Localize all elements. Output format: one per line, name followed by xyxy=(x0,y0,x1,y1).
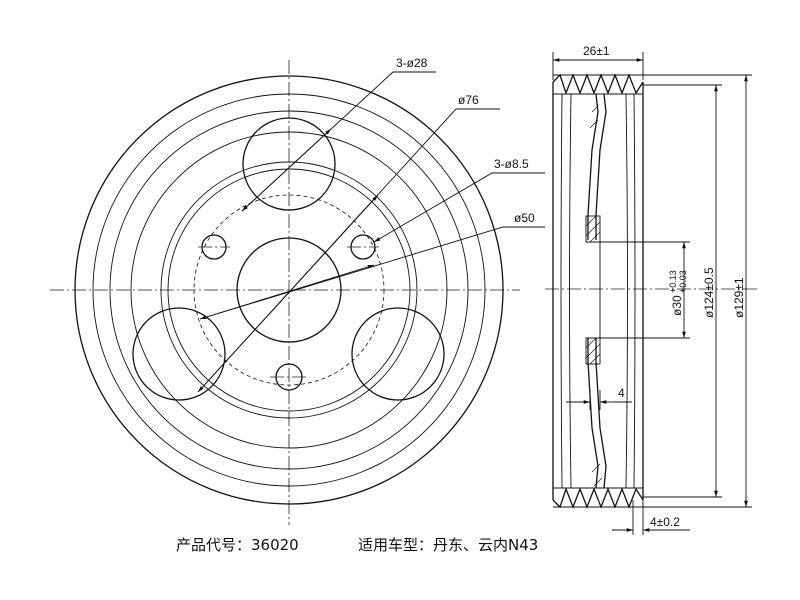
applicable-model: 适用车型：丹东、云内N43 xyxy=(358,536,538,554)
outer-dia-label: ø129±1 xyxy=(732,277,746,318)
bolt-holes-label: 3-ø28 xyxy=(396,56,428,70)
bolt-hole-left xyxy=(132,307,226,401)
pitch-circle-dashed xyxy=(193,194,385,386)
web-profile-upper-left xyxy=(587,93,599,240)
width-label: 26±1 xyxy=(583,44,610,58)
center-bore-circle xyxy=(236,237,342,343)
leader-pitch-circle xyxy=(197,108,500,393)
hub-ring xyxy=(160,161,418,419)
bore-tolerance-lower: +0.03 xyxy=(678,270,688,293)
web-profile-lower-left xyxy=(587,338,599,489)
outer-rim-circle xyxy=(74,75,504,505)
leader-center-bore xyxy=(199,226,545,320)
rim-ring-4 xyxy=(130,131,448,449)
bottom-groove-profile xyxy=(552,487,644,509)
leader-bolt-holes xyxy=(241,71,436,212)
leader-small-holes xyxy=(373,172,545,243)
caption: 产品代号：36020 适用车型：丹东、云内N43 xyxy=(176,536,538,554)
top-groove-profile xyxy=(552,73,644,95)
front-view: 3-ø28 ø76 3-ø8.5 ø50 xyxy=(50,56,545,525)
center-bore-label: ø50 xyxy=(514,211,535,225)
small-holes-label: 3-ø8.5 xyxy=(494,157,529,171)
pitch-circle-label: ø76 xyxy=(458,93,479,107)
bolt-hole-top xyxy=(242,117,336,211)
hub-ring-inner xyxy=(167,168,411,412)
side-view: 26±1 xyxy=(545,44,760,535)
bolt-hole-right xyxy=(351,307,445,401)
rim-ring-2 xyxy=(92,93,486,487)
web-profile-lower-right xyxy=(595,338,607,489)
web-profile-upper-right xyxy=(595,93,607,240)
web-thickness-label: 4 xyxy=(618,386,625,400)
rim-ring-3 xyxy=(109,110,469,470)
product-code: 产品代号：36020 xyxy=(176,536,299,554)
bore-label: ø30 xyxy=(670,295,684,316)
flange-width-label: 4±0.2 xyxy=(650,515,680,529)
bore-tolerance-upper: +0.13 xyxy=(668,270,678,293)
groove-dia-label: ø124±0.5 xyxy=(702,267,716,318)
